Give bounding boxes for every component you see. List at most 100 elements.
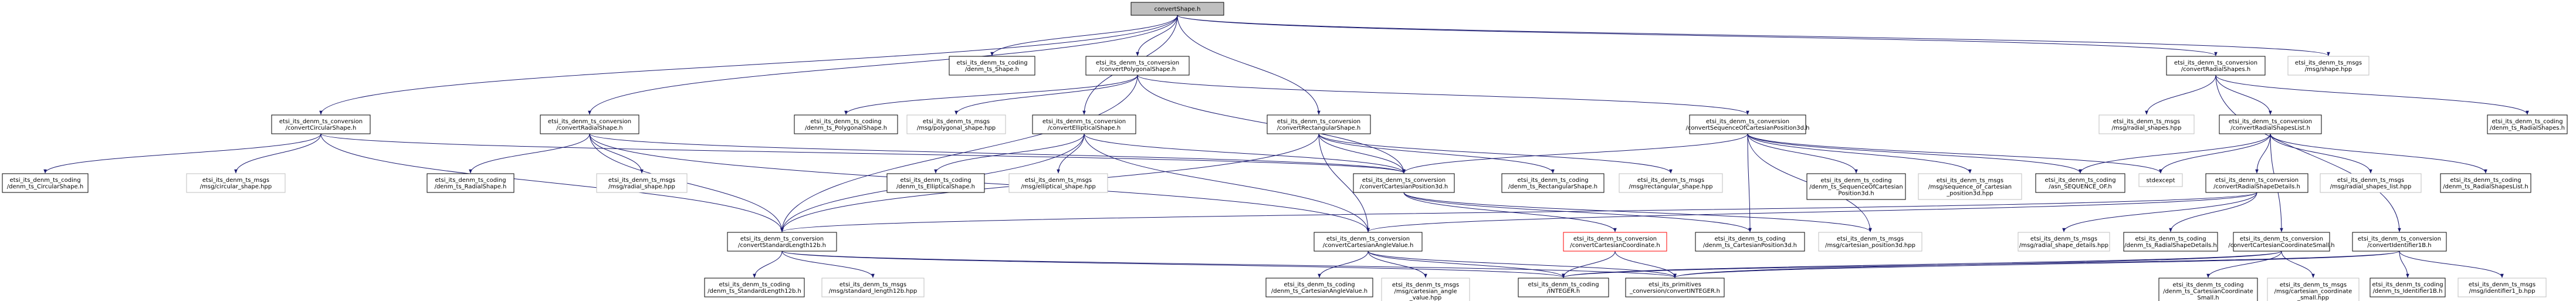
edge-n7-to-n18 bbox=[1057, 133, 1085, 174]
node-n10[interactable]: etsi_its_denm_ts_conversion/convertRadia… bbox=[2166, 56, 2266, 76]
node-n6[interactable]: etsi_its_denm_ts_msgs/msg/polygonal_shap… bbox=[906, 114, 1006, 134]
node-box bbox=[2440, 173, 2531, 193]
node-n14[interactable]: etsi_its_denm_ts_coding/denm_ts_RadialSh… bbox=[426, 173, 514, 193]
node-label-line: etsi_its_denm_ts_conversion bbox=[2229, 119, 2312, 125]
edge-n26-to-n30 bbox=[2270, 133, 2487, 174]
node-n1[interactable]: etsi_its_denm_ts_coding/denm_ts_Shape.h bbox=[949, 56, 1035, 76]
node-n33[interactable]: etsi_its_denm_ts_conversion/convertCarte… bbox=[1563, 232, 1667, 252]
node-n41[interactable]: etsi_its_denm_ts_msgs/msg/standard_lengt… bbox=[821, 278, 925, 297]
node-label-line: etsi_its_denm_ts_msgs bbox=[1937, 178, 2003, 184]
edge-n26-to-n28 bbox=[2255, 133, 2271, 174]
node-n44[interactable]: etsi_its_denm_ts_coding/INTEGER.h bbox=[1518, 278, 1609, 297]
node-n3[interactable]: etsi_its_denm_ts_conversion/convertCircu… bbox=[271, 114, 371, 134]
node-label-line: /convertPolygonalShape.h bbox=[1099, 66, 1176, 73]
node-n26[interactable]: etsi_its_denm_ts_conversion/convertRadia… bbox=[2219, 114, 2322, 134]
node-label-line: /msg/shape.hpp bbox=[2305, 66, 2352, 73]
node-box bbox=[1130, 2, 1224, 16]
node-label-line: /convertCircularShape.h bbox=[286, 125, 357, 131]
node-label-line: etsi_its_denm_ts_conversion bbox=[2174, 60, 2257, 66]
node-label-line: /convertEllipticalShape.h bbox=[1048, 125, 1121, 131]
edge-root-to-n3 bbox=[319, 15, 1178, 115]
node-box bbox=[1818, 232, 1922, 252]
node-label-line: etsi_its_denm_ts_msgs bbox=[1637, 177, 1704, 184]
edge-n7-to-n16 bbox=[1084, 133, 1406, 174]
node-label-line: etsi_its_denm_ts_msgs bbox=[840, 282, 906, 288]
node-n24[interactable]: stdexcept bbox=[2138, 173, 2183, 187]
edge-n26-to-n23 bbox=[2079, 133, 2271, 174]
node-n38[interactable]: etsi_its_denm_ts_conversion/convertCarte… bbox=[2228, 232, 2335, 252]
edge-n33-to-n45 bbox=[1614, 251, 1677, 278]
node-n15[interactable]: etsi_its_denm_ts_msgs/msg/radial_shape.h… bbox=[596, 173, 688, 193]
node-n43[interactable]: etsi_its_denm_ts_msgs/msg/cartesian_angl… bbox=[1381, 278, 1470, 301]
edge-n7-to-n17 bbox=[934, 133, 1085, 174]
node-box bbox=[1563, 232, 1667, 252]
node-box bbox=[540, 114, 639, 134]
node-box bbox=[1695, 232, 1805, 252]
node-n35[interactable]: etsi_its_denm_ts_msgs/msg/cartesian_posi… bbox=[1818, 232, 1922, 252]
node-label-line: /msg/identifier1_b.hpp bbox=[2469, 288, 2536, 295]
node-box bbox=[1032, 114, 1136, 134]
node-n5[interactable]: etsi_its_denm_ts_coding/denm_ts_Polygona… bbox=[794, 114, 898, 134]
node-n32[interactable]: etsi_its_denm_ts_conversion/convertCarte… bbox=[1314, 232, 1423, 252]
edge-n9-to-n34 bbox=[1747, 133, 1752, 232]
edge-n31-to-n44 bbox=[781, 251, 1565, 278]
node-box bbox=[2138, 173, 2183, 187]
node-n40[interactable]: etsi_its_denm_ts_coding/denm_ts_Standard… bbox=[704, 278, 805, 297]
node-n42[interactable]: etsi_its_denm_ts_coding/denm_ts_Cartesia… bbox=[1265, 278, 1373, 297]
node-n47[interactable]: etsi_its_denm_ts_msgs/msg/cartesian_coor… bbox=[2267, 278, 2360, 301]
node-n21[interactable]: etsi_its_denm_ts_coding/denm_ts_Sequence… bbox=[1806, 173, 1906, 200]
node-n37[interactable]: etsi_its_denm_ts_coding/denm_ts_RadialSh… bbox=[2123, 232, 2218, 252]
edge-n28-to-n31 bbox=[780, 192, 2257, 232]
node-n23[interactable]: etsi_its_denm_ts_coding/asn_SEQUENCE_OF.… bbox=[2035, 173, 2125, 193]
node-n29[interactable]: etsi_its_denm_ts_msgs/msg/radial_shapes_… bbox=[2320, 173, 2422, 193]
node-n4[interactable]: etsi_its_denm_ts_conversion/convertRadia… bbox=[540, 114, 639, 134]
node-n30[interactable]: etsi_its_denm_ts_coding/denm_ts_RadialSh… bbox=[2440, 173, 2531, 193]
node-label-line: etsi_its_denm_ts_coding bbox=[1517, 177, 1588, 184]
node-n12[interactable]: etsi_its_denm_ts_coding/denm_ts_Circular… bbox=[2, 173, 89, 193]
node-n2[interactable]: etsi_its_denm_ts_conversion/convertPolyg… bbox=[1085, 56, 1190, 76]
node-label-line: /msg/sequence_of_cartesian bbox=[1928, 184, 2012, 191]
node-label-line: /msg/cartesian_angle bbox=[1394, 289, 1457, 295]
node-label-line: etsi_its_denm_ts_coding bbox=[1528, 282, 1599, 288]
node-box bbox=[1806, 173, 1906, 200]
node-n36[interactable]: etsi_its_denm_ts_msgs/msg/radial_shape_d… bbox=[2018, 232, 2110, 252]
edge-n8-to-n16 bbox=[1318, 133, 1406, 174]
node-n48[interactable]: etsi_its_denm_ts_coding/denm_ts_Identifi… bbox=[2369, 278, 2446, 297]
node-n11[interactable]: etsi_its_denm_ts_msgs/msg/shape.hpp bbox=[2287, 56, 2369, 76]
node-n9[interactable]: etsi_its_denm_ts_conversion/convertSeque… bbox=[1685, 114, 1810, 134]
edge-n3-to-n13 bbox=[234, 133, 321, 174]
node-n22[interactable]: etsi_its_denm_ts_msgs/msg/sequence_of_ca… bbox=[1918, 173, 2022, 200]
edge-n4-to-n16 bbox=[589, 133, 1406, 174]
node-label-line: etsi_its_denm_ts_msgs bbox=[1837, 236, 1904, 242]
node-n7[interactable]: etsi_its_denm_ts_conversion/convertEllip… bbox=[1032, 114, 1136, 134]
node-n18[interactable]: etsi_its_denm_ts_msgs/msg/elliptical_sha… bbox=[1008, 173, 1108, 193]
node-label-line: /convertRadialShapeDetails.h bbox=[2213, 184, 2300, 190]
node-label-line: etsi_its_denm_ts_coding bbox=[2372, 282, 2443, 288]
node-n45[interactable]: etsi_its_primitives_conversion/convertIN… bbox=[1625, 278, 1725, 297]
node-n25[interactable]: etsi_its_denm_ts_msgs/msg/radial_shapes.… bbox=[2098, 114, 2195, 134]
node-n16[interactable]: etsi_its_denm_ts_conversion/convertCarte… bbox=[1353, 173, 1455, 193]
node-n28[interactable]: etsi_its_denm_ts_conversion/convertRadia… bbox=[2205, 173, 2308, 193]
edge-n8-to-n19 bbox=[1318, 133, 1555, 174]
node-label-line: /msg/radial_shapes_list.hpp bbox=[2330, 184, 2412, 190]
node-n17[interactable]: etsi_its_denm_ts_coding/denm_ts_Elliptic… bbox=[886, 173, 985, 193]
node-box bbox=[2487, 114, 2568, 134]
node-label-line: etsi_its_denm_ts_conversion bbox=[2240, 236, 2323, 242]
node-box bbox=[2205, 173, 2308, 193]
node-n34[interactable]: etsi_its_denm_ts_coding/denm_ts_Cartesia… bbox=[1695, 232, 1805, 252]
node-n49[interactable]: etsi_its_denm_ts_msgs/msg/identifier1_b.… bbox=[2457, 278, 2547, 297]
node-n13[interactable]: etsi_its_denm_ts_msgs/msg/circular_shape… bbox=[186, 173, 286, 193]
node-n39[interactable]: etsi_its_denm_ts_conversion/convertIdent… bbox=[2352, 232, 2447, 252]
edge-n38-to-n47 bbox=[2281, 251, 2315, 278]
node-label-line: _value.hpp bbox=[1409, 295, 1442, 301]
node-n46[interactable]: etsi_its_denm_ts_coding/denm_ts_Cartesia… bbox=[2158, 278, 2258, 301]
node-box bbox=[821, 278, 925, 297]
node-label-line: /convertSequenceOfCartesianPosition3d.h bbox=[1685, 125, 1809, 131]
node-n19[interactable]: etsi_its_denm_ts_coding/denm_ts_Rectangu… bbox=[1501, 173, 1605, 193]
node-box bbox=[2287, 56, 2369, 76]
node-n31[interactable]: etsi_its_denm_ts_conversion/convertStand… bbox=[727, 232, 837, 252]
node-label-line: /convertStandardLength12b.h bbox=[738, 242, 826, 249]
node-n27[interactable]: etsi_its_denm_ts_coding/denm_ts_RadialSh… bbox=[2487, 114, 2568, 134]
node-n8[interactable]: etsi_its_denm_ts_conversion/convertRecta… bbox=[1267, 114, 1371, 134]
node-n20[interactable]: etsi_its_denm_ts_msgs/msg/rectangular_sh… bbox=[1619, 173, 1723, 193]
